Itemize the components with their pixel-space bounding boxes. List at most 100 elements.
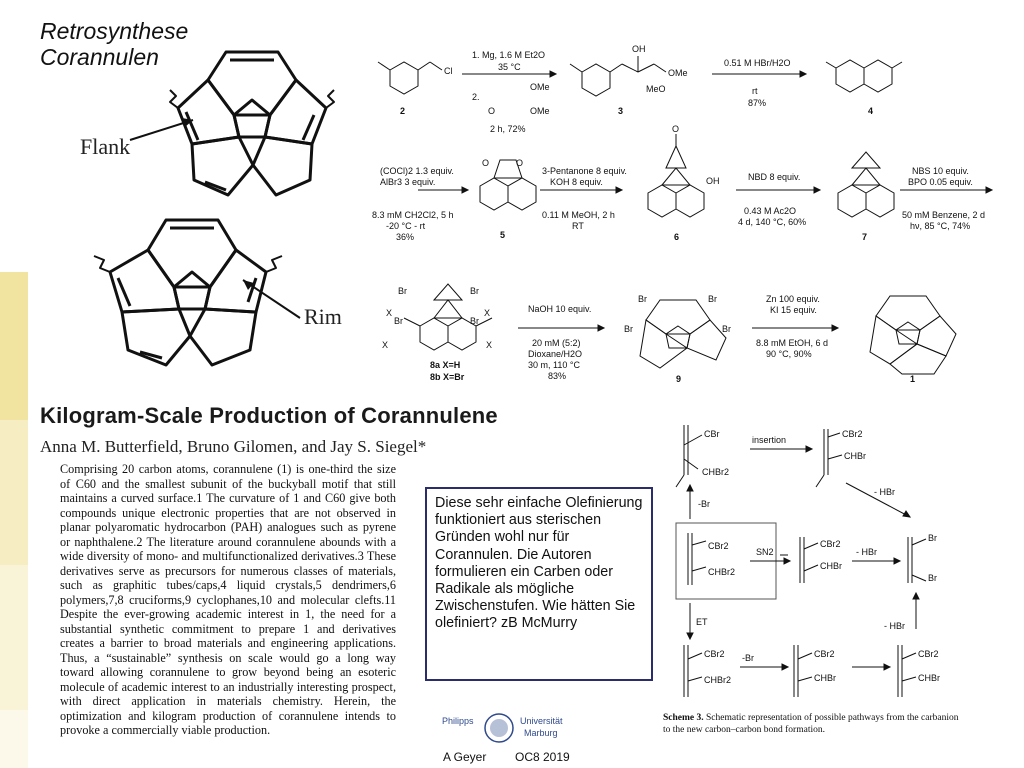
mech-fragment-top-right [815, 429, 843, 488]
r1-reagent2-below: rt [752, 86, 758, 96]
mech-group-cbr2-sn2: CBr2 [820, 539, 841, 549]
mechanism-scheme: CBr CHBr2 insertion CBr2 CHBr - HBr -Br … [675, 425, 940, 697]
r2-r3-above: NBD 8 equiv. [748, 172, 800, 182]
mech-label-minus-br-1: -Br [698, 499, 710, 509]
r2-r4-above-1: NBS 10 equiv. [912, 166, 969, 176]
mech-group-cbr2-et: CBr2 [704, 649, 725, 659]
compound-label-1: 1 [910, 374, 915, 384]
mech-group-br-prod-2: Br [928, 573, 937, 583]
compound-label-9: 9 [676, 374, 681, 384]
slide-title: Retrosynthese Corannulen [40, 18, 188, 70]
mech-label-insertion: insertion [752, 435, 786, 445]
r3-atom-x-2: X [484, 308, 490, 318]
mech-label-sn2: SN2 [756, 547, 774, 557]
r2-r4-below-1: 50 mM Benzene, 2 d [902, 210, 985, 220]
mech-group-br-prod-1: Br [928, 533, 937, 543]
mech-group-chbr-ins: CHBr [844, 451, 866, 461]
r2-r2-above-1: 3-Pentanone 8 equiv. [542, 166, 627, 176]
scheme-caption-label: Scheme 3. [663, 713, 704, 723]
compound-label-3: 3 [618, 106, 623, 116]
mech-group-chbr2-et: CHBr2 [704, 675, 731, 685]
r1-atom-o: O [488, 106, 495, 116]
r2-r2-above-2: KOH 8 equiv. [550, 177, 603, 187]
r1-atom-ome3: OMe [530, 106, 550, 116]
mech-label-minus-hbr-1: - HBr [874, 487, 895, 497]
r2-atom-o1: O [482, 158, 489, 168]
slide-title-line-2: Corannulen [40, 44, 159, 70]
accent-strip-1 [0, 272, 28, 420]
r2-r1-below-2: -20 °C - rt [386, 221, 426, 231]
rim-arrow [242, 279, 301, 319]
compound-3-structure [569, 56, 667, 97]
r3-c9-br-4: Br [722, 324, 731, 334]
callout-box: Diese sehr einfache Olefinierung funktio… [425, 487, 653, 681]
r1-time-yield: 2 h, 72% [490, 124, 526, 134]
r3-c9-br-3: Br [624, 324, 633, 334]
r3-c9-br-2: Br [708, 294, 717, 304]
r2-r4-above-2: BPO 0.05 equiv. [908, 177, 973, 187]
r3-atom-x-4: X [486, 340, 492, 350]
r3-r2-below-1: 8.8 mM EtOH, 6 d [756, 338, 828, 348]
logo-name: Philipps [442, 716, 474, 726]
r2-r2-below-2: RT [572, 221, 584, 231]
corannulene-flank-structure [169, 50, 335, 197]
compound-6-structure [647, 134, 705, 218]
r2-r1-below-1: 8.3 mM CH2Cl2, 5 h [372, 210, 454, 220]
university-seal-icon [484, 713, 514, 743]
accent-strip-3 [0, 565, 28, 710]
r3-r1-below-3: 30 m, 110 °C [528, 360, 580, 370]
r3-atom-x-3: X [382, 340, 388, 350]
r1-reagent2-above: 0.51 M HBr/H2O [724, 58, 791, 68]
mech-group-chbr2-anion: CHBr2 [708, 567, 735, 577]
accent-strip-2 [0, 420, 28, 565]
r2-r1-yield: 36% [396, 232, 414, 242]
logo-word: Universität [520, 716, 563, 726]
callout-text: Diese sehr einfache Olefinierung funktio… [435, 495, 643, 632]
paper-authors: Anna M. Butterfield, Bruno Gilomen, and … [40, 437, 427, 456]
r2-atom-o2: O [516, 158, 523, 168]
r2-atom-o3: O [672, 124, 679, 134]
mech-group-chbr-rad: CHBr [814, 673, 836, 683]
footer-author: A Geyer [443, 750, 487, 764]
mech-label-minus-hbr-2: - HBr [856, 547, 877, 557]
r3-atom-br-3: Br [394, 316, 403, 326]
mech-fragment-anion [687, 533, 707, 585]
compound-5-structure [479, 159, 537, 211]
rim-label: Rim [304, 304, 342, 329]
r3-r1-below-2: Dioxane/H2O [528, 349, 582, 359]
mech-label-minus-br-2: -Br [742, 653, 754, 663]
r2-r1-above-1: (COCl)2 1.3 equiv. [380, 166, 454, 176]
compound-label-4: 4 [868, 106, 873, 116]
r3-r2-below-2: 90 °C, 90% [766, 349, 812, 359]
footer-course: OC8 2019 [515, 750, 570, 764]
mech-fragment-bottom-right [897, 645, 917, 697]
logo-city: Marburg [524, 728, 558, 738]
mech-label-et: ET [696, 617, 708, 627]
flank-label: Flank [80, 134, 131, 159]
university-logo: Philipps Universität Marburg [442, 713, 563, 743]
accent-strip-4 [0, 710, 28, 768]
r1-temp-above: 35 °C [498, 62, 521, 72]
mech-group-cbr-top: CBr [704, 429, 720, 439]
compound-1-structure [869, 295, 957, 375]
hub-pentagon-top [232, 98, 272, 139]
compound-9-structure [639, 299, 727, 369]
corannulene-rim-structure [93, 218, 283, 367]
compound-label-7: 7 [862, 232, 867, 242]
r1-atom-cl: Cl [444, 66, 453, 76]
compound-label-2: 2 [400, 106, 405, 116]
mech-fragment-bottom-mid [793, 645, 813, 697]
compound-label-8a: 8a X=H [430, 360, 460, 370]
r3-atom-x-1: X [386, 308, 392, 318]
r1-yield2: 87% [748, 98, 766, 108]
mech-fragment-product [907, 537, 927, 583]
r1-atom-ome: OMe [668, 68, 688, 78]
compound-2-structure [377, 61, 443, 95]
mech-fragment-sn2 [799, 537, 819, 583]
scheme-caption-text: Schematic representation of possible pat… [663, 713, 959, 735]
mech-fragment-top-left [675, 425, 703, 488]
compound-label-5: 5 [500, 230, 505, 240]
paper-abstract: Comprising 20 carbon atoms, corannulene … [60, 462, 396, 738]
r1-atom-oh: OH [632, 44, 646, 54]
r3-r1-yield: 83% [548, 371, 566, 381]
